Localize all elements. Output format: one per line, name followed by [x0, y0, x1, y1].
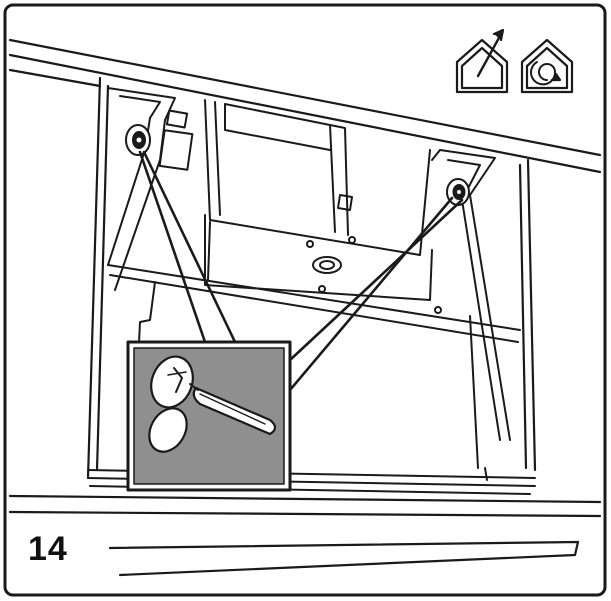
left-screw-icon — [125, 124, 151, 156]
zoom-inset — [126, 340, 292, 492]
hood-top-panel — [8, 38, 602, 174]
zoom-leader-lines — [138, 150, 464, 392]
right-bracket — [431, 149, 511, 441]
step-number: 14 — [28, 530, 68, 568]
house-recirculation-icon — [520, 38, 574, 94]
duct-outlet — [306, 236, 442, 314]
house-ducted-extraction-icon — [455, 28, 509, 94]
outer-frame — [3, 3, 607, 597]
cabinet-walls — [86, 76, 537, 480]
hood-bottom-edge — [8, 494, 602, 577]
motor-housing — [158, 99, 433, 301]
left-bracket — [107, 87, 521, 343]
